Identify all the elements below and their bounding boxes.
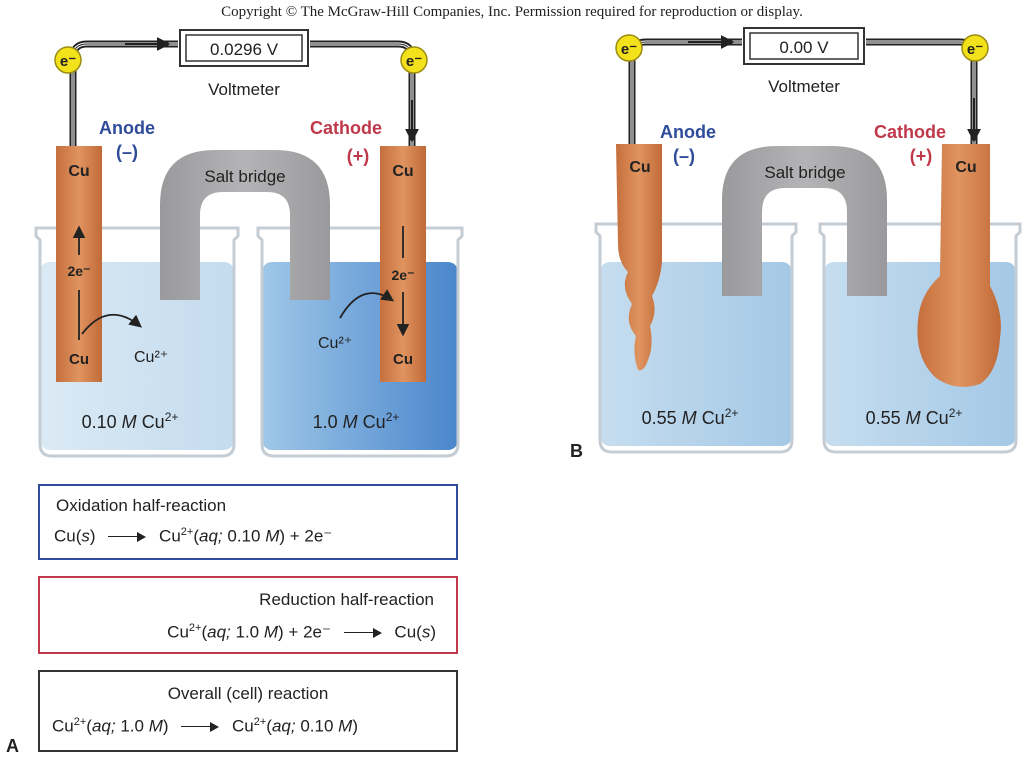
- panel-b-electron-right: e⁻: [961, 34, 989, 62]
- panel-a-anode-bottom-cu: Cu: [69, 351, 89, 368]
- panel-b: 0.00 V Voltmeter e⁻ e⁻ Salt bridge Cu Cu…: [570, 27, 1022, 461]
- panel-a-anode-ion: Cu²⁺: [134, 349, 168, 366]
- panel-a-anode-flow-label: 2e⁻: [68, 263, 91, 279]
- panel-a-left-beaker: [34, 226, 240, 458]
- panel-b-voltmeter-reading: 0.00 V: [779, 38, 829, 57]
- reaction-arrow-icon: [108, 532, 147, 543]
- panel-a-voltmeter-reading: 0.0296 V: [210, 40, 279, 59]
- panel-a: 0.0296 V Voltmeter e⁻ e⁻ Salt bridge Cu …: [34, 29, 464, 458]
- overall-equation: Cu2+(aq; 1.0 M) Cu2+(aq; 0.10 M): [52, 716, 358, 736]
- svg-text:e⁻: e⁻: [406, 53, 422, 70]
- panel-a-cathode-cu-label: Cu: [392, 163, 413, 180]
- panel-a-left-concentration: 0.10 M Cu2+: [82, 410, 179, 432]
- panel-a-voltmeter-label: Voltmeter: [208, 80, 280, 99]
- overall-box: Overall (cell) reaction Cu2+(aq; 1.0 M) …: [38, 670, 458, 752]
- reduction-title: Reduction half-reaction: [259, 590, 434, 609]
- panel-b-anode-electrode: [616, 144, 662, 371]
- panel-b-cathode-electrode: [917, 144, 1001, 387]
- panel-a-letter: A: [6, 736, 19, 756]
- svg-text:e⁻: e⁻: [60, 53, 76, 70]
- panel-a-salt-bridge-label: Salt bridge: [204, 167, 285, 186]
- panel-a-cathode-ion: Cu²⁺: [318, 335, 352, 352]
- panel-a-electron-right: e⁻: [400, 46, 428, 74]
- panel-a-anode-label: Anode: [99, 118, 155, 138]
- panel-b-left-concentration: 0.55 M Cu2+: [642, 406, 739, 428]
- panel-b-anode-cu-label: Cu: [629, 159, 650, 176]
- panel-b-salt-bridge: [722, 146, 887, 296]
- svg-text:e⁻: e⁻: [967, 41, 983, 58]
- panel-a-cathode-label: Cathode: [310, 118, 382, 138]
- panel-a-cathode-sign: (+): [347, 146, 370, 166]
- panel-b-anode-sign: (–): [673, 146, 695, 166]
- panel-b-salt-bridge-label: Salt bridge: [764, 163, 845, 182]
- panel-b-voltmeter-label: Voltmeter: [768, 77, 840, 96]
- reduction-box: Reduction half-reaction Cu2+(aq; 1.0 M) …: [38, 576, 458, 654]
- panel-b-electron-left: e⁻: [615, 34, 643, 62]
- panel-b-left-beaker: [594, 222, 798, 454]
- panel-b-letter: B: [570, 441, 583, 461]
- reaction-arrow-icon: [343, 628, 382, 639]
- panel-a-cathode-curve-arrow: [339, 289, 395, 319]
- panel-a-electron-left: e⁻: [54, 46, 82, 74]
- oxidation-box: Oxidation half-reaction Cu(s) Cu2+(aq; 0…: [38, 484, 458, 560]
- panel-a-cathode-bottom-cu: Cu: [393, 351, 413, 368]
- panel-b-cathode-label: Cathode: [874, 122, 946, 142]
- oxidation-title: Oxidation half-reaction: [56, 496, 227, 515]
- svg-text:e⁻: e⁻: [621, 41, 637, 58]
- overall-title: Overall (cell) reaction: [167, 684, 329, 703]
- panel-a-right-beaker: [256, 226, 464, 458]
- panel-a-cathode-electrode: [380, 146, 426, 382]
- panel-a-anode-electrode: [56, 146, 102, 382]
- oxidation-equation: Cu(s) Cu2+(aq; 0.10 M) + 2e⁻: [54, 526, 333, 546]
- copyright-notice: Copyright © The McGraw-Hill Companies, I…: [221, 4, 803, 20]
- reduction-equation: Cu2+(aq; 1.0 M) + 2e⁻ Cu(s): [167, 622, 436, 642]
- panel-b-anode-label: Anode: [660, 122, 716, 142]
- reaction-arrow-icon: [181, 722, 220, 733]
- panel-b-cathode-cu-label: Cu: [955, 159, 976, 176]
- panel-b-right-concentration: 0.55 M Cu2+: [866, 406, 963, 428]
- panel-a-salt-bridge: [160, 150, 330, 300]
- panel-a-right-concentration: 1.0 M Cu2+: [313, 410, 400, 432]
- panel-a-anode-cu-label: Cu: [68, 163, 89, 180]
- panel-a-anode-sign: (–): [116, 142, 138, 162]
- panel-b-right-beaker: [818, 222, 1022, 454]
- panel-a-cathode-flow-label: 2e⁻: [392, 267, 415, 283]
- panel-b-cathode-sign: (+): [910, 146, 933, 166]
- panel-a-anode-curve-arrow: [81, 313, 142, 335]
